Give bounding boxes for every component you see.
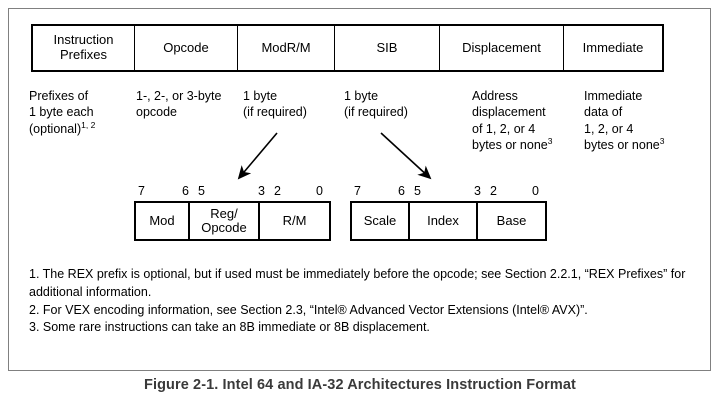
figure-caption: Figure 2-1. Intel 64 and IA-32 Architect…: [144, 377, 576, 393]
footnote-2: 2. For VEX encoding information, see Sec…: [29, 302, 588, 317]
sib-cell-index: Index: [410, 203, 478, 239]
sib-bit-label-3: 3: [474, 184, 481, 198]
field-cell-immediate: Immediate: [582, 39, 644, 55]
modrm-bit-label-6: 6: [182, 184, 189, 198]
field-cell-displacement: Displacement: [440, 26, 564, 70]
footnote-ref: 3: [659, 135, 665, 146]
field-cell-sib: SIB: [335, 26, 440, 70]
footnote-1: 1. The REX prefix is optional, but if us…: [29, 267, 686, 299]
sib-bit-label-5: 5: [414, 184, 421, 198]
modrm-cell-r-m: R/M: [282, 212, 307, 228]
sib-bit-label-2: 2: [490, 184, 497, 198]
field-cell-modr-m: ModR/M: [238, 26, 335, 70]
sib-bit-label-7: 7: [354, 184, 361, 198]
modrm-bit-label-0: 0: [316, 184, 323, 198]
sib-bit-label-0: 0: [532, 184, 539, 198]
footnotes: 1. The REX prefix is optional, but if us…: [29, 266, 689, 337]
modrm-bit-label-2: 2: [274, 184, 281, 198]
sib-cell-scale: Scale: [352, 203, 410, 239]
modrm-cell-reg-opcode: Reg/Opcode: [190, 203, 260, 239]
sib-bit-label-6: 6: [398, 184, 405, 198]
sib-cell-base: Base: [496, 212, 527, 228]
modrm-bit-label-3: 3: [258, 184, 265, 198]
field-cell-opcode: Opcode: [135, 26, 238, 70]
modrm-bit-label-5: 5: [198, 184, 205, 198]
modrm-cell-mod: Mod: [136, 203, 190, 239]
footnote-ref: 3: [547, 135, 553, 146]
modrm-bit-label-7: 7: [138, 184, 145, 198]
footnote-3: 3. Some rare instructions can take an 8B…: [29, 320, 430, 335]
description-sib: 1 byte(if required): [344, 89, 408, 120]
footnote-ref: 1, 2: [81, 119, 96, 130]
description-modr-m: 1 byte(if required): [243, 89, 307, 120]
